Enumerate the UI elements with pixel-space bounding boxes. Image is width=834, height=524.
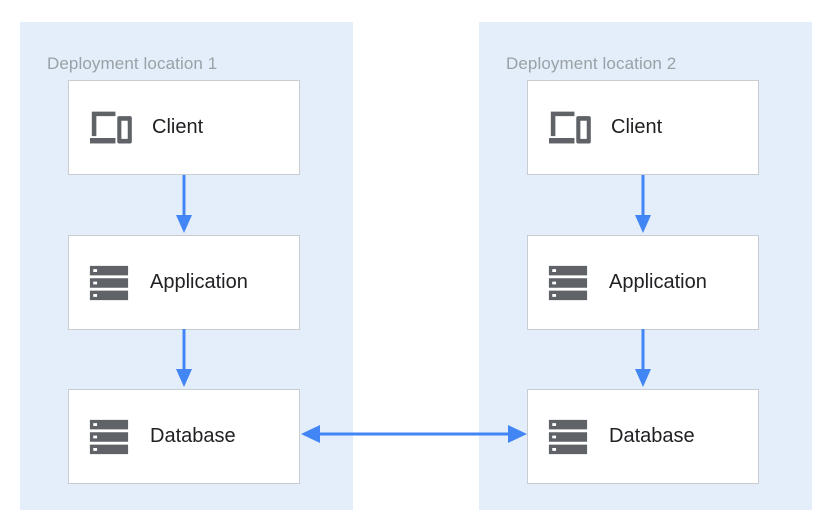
devices-icon (90, 111, 132, 143)
deployment-location-2-title: Deployment location 2 (506, 54, 677, 73)
node-application-2[interactable]: Application (527, 235, 759, 330)
connector-client-1-to-app-1 (176, 175, 192, 233)
node-application-1-label: Application (150, 271, 248, 293)
node-database-1[interactable]: Database (68, 389, 300, 484)
connector-app-2-to-database-2 (635, 329, 651, 387)
server-icon (89, 419, 129, 454)
node-client-2[interactable]: Client (527, 80, 759, 175)
server-icon (548, 265, 588, 300)
node-client-1-label: Client (152, 116, 204, 138)
server-icon (548, 419, 588, 454)
node-client-2-label: Client (611, 116, 663, 138)
devices-icon (549, 111, 591, 143)
deployment-location-1-title: Deployment location 1 (47, 54, 218, 73)
node-database-2[interactable]: Database (527, 389, 759, 484)
node-client-1[interactable]: Client (68, 80, 300, 175)
deployment-location-2-panel: Deployment location 2 Client Application (479, 22, 812, 510)
node-application-1[interactable]: Application (68, 235, 300, 330)
connector-client-2-to-app-2 (635, 175, 651, 233)
connector-database-1-to-database-2 (301, 425, 527, 443)
server-icon (89, 265, 129, 300)
node-database-2-label: Database (609, 425, 695, 447)
deployment-location-1-panel: Deployment location 1 Client Application (20, 22, 353, 510)
node-database-1-label: Database (150, 425, 236, 447)
node-application-2-label: Application (609, 271, 707, 293)
connector-app-1-to-database-1 (176, 329, 192, 387)
